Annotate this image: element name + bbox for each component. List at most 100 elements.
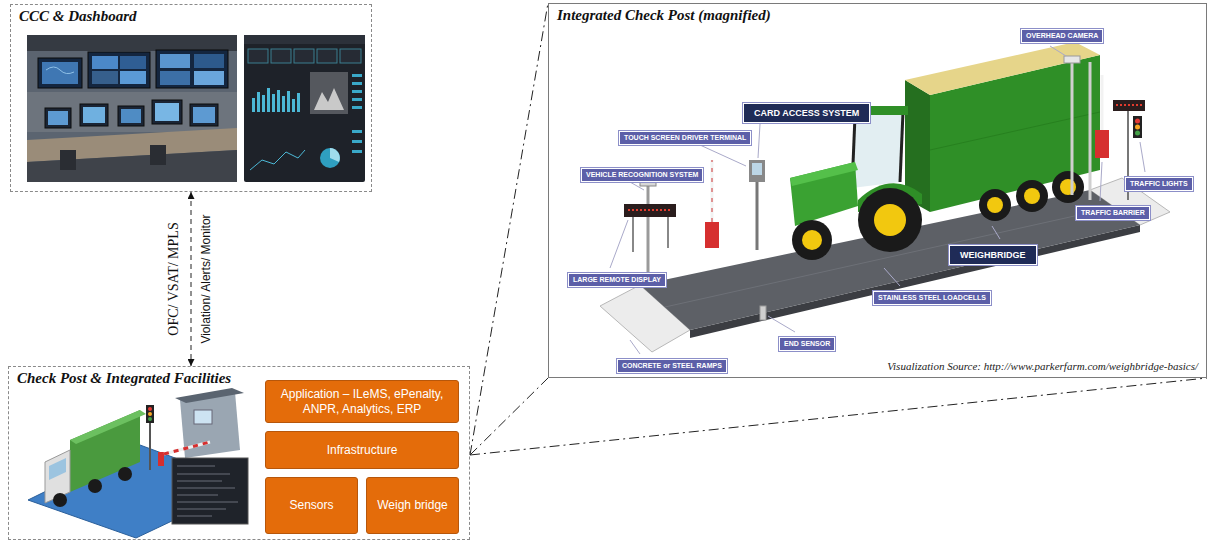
dashboard-screenshot	[287, 91, 290, 112]
check-post-illustration	[49, 458, 66, 480]
control-room-photo	[45, 108, 71, 128]
box-label: Weigh bridge	[377, 498, 448, 513]
check-post-equipment	[705, 222, 719, 248]
part-label: WEIGHBRIDGE	[960, 250, 1026, 260]
leader-lines	[610, 46, 1145, 354]
check-post-illustration	[146, 405, 154, 423]
part-tag: TRAFFIC BARRIER	[1076, 206, 1150, 220]
check-post-illustration	[177, 481, 222, 482]
check-post-illustration	[177, 502, 238, 503]
trailer	[1024, 188, 1040, 204]
link-label: OFC/ VSAT/ MPLS	[166, 222, 182, 335]
control-room-photo	[48, 111, 68, 125]
check-post-equipment	[1101, 75, 1104, 130]
connector-line	[470, 3, 548, 455]
part-label: TOUCH SCREEN DRIVER TERMINAL	[624, 134, 746, 142]
control-room-photo	[194, 54, 224, 68]
leader-lines	[768, 316, 795, 332]
control-room-photo	[60, 150, 76, 170]
trailer	[905, 42, 1100, 221]
check-post-illustration	[177, 495, 218, 496]
dashboard-screenshot	[252, 98, 255, 112]
dashboard-screenshot	[271, 49, 291, 63]
control-room-photo	[160, 54, 190, 68]
part-tag: OVERHEAD CAMERA	[1021, 29, 1103, 43]
check-post-equipment	[1133, 116, 1142, 138]
control-room-photo	[155, 103, 179, 121]
leader-lines	[610, 220, 628, 268]
control-room-photo	[27, 92, 237, 132]
check-post-illustration	[148, 407, 152, 411]
dashboard-screenshot	[320, 148, 340, 168]
part-label: STAINLESS STEEL LOADCELLS	[878, 294, 986, 302]
leader-lines	[884, 268, 900, 286]
check-post-equipment	[711, 160, 714, 222]
part-label: TRAFFIC LIGHTS	[1130, 180, 1188, 188]
control-room-photo	[42, 62, 78, 84]
check-post-illustration	[177, 466, 238, 516]
dashboard-screenshot	[252, 88, 300, 112]
part-tag: TOUCH SCREEN DRIVER TERMINAL	[619, 131, 751, 145]
check-post-illustration	[70, 410, 140, 492]
check-post-equipment	[1116, 104, 1142, 106]
control-room-photo	[118, 106, 144, 126]
check-post-equipment	[632, 216, 634, 252]
check-post-illustration	[118, 467, 132, 481]
check-post-equipment	[756, 182, 759, 250]
control-room-photo	[46, 67, 74, 74]
check-post-equipment	[1135, 131, 1140, 136]
dashboard-screenshot	[272, 94, 275, 112]
dashed-region: CCC & Dashboard	[10, 4, 372, 192]
check-post-equipment	[1135, 125, 1140, 130]
check-post-illustration	[177, 509, 226, 510]
leader-lines	[630, 182, 644, 190]
tractor	[802, 230, 822, 250]
control-room-photo	[80, 104, 108, 126]
dashboard-screenshot	[267, 88, 270, 112]
control-room-photo	[156, 50, 228, 88]
trailer	[1016, 180, 1048, 212]
leader-lines	[1050, 46, 1066, 56]
dashboard-screenshot	[244, 35, 365, 44]
leader-lines	[1100, 162, 1102, 201]
dashed-region: Check Post & Integrated FacilitiesApplic…	[8, 366, 470, 540]
check-post-equipment	[628, 209, 672, 211]
dashboard-screenshot	[352, 74, 362, 153]
weighbridge-illustration	[640, 190, 1140, 330]
control-room-photo	[38, 58, 82, 88]
check-post-illustration	[70, 410, 146, 444]
link-label: Violation/ Alerts/ Monitor	[199, 214, 213, 343]
part-tag: WEIGHBRIDGE	[949, 245, 1037, 265]
dashboard-screenshot	[248, 49, 268, 63]
check-post-equipment	[760, 306, 766, 320]
check-post-illustration	[194, 410, 212, 424]
control-room-photo	[92, 56, 118, 69]
box-label: Sensors	[289, 498, 333, 513]
dashboard-screenshot	[352, 90, 362, 93]
control-room-photo	[83, 107, 105, 123]
trailer	[1052, 171, 1084, 203]
control-room-photo	[121, 109, 141, 123]
leader-lines	[630, 340, 640, 354]
magnified-panel: Integrated Check Post (magnified)OVERHEA…	[548, 3, 1207, 378]
check-post-illustration	[164, 442, 210, 454]
tractor	[852, 112, 903, 188]
control-room-photo	[160, 71, 190, 85]
check-post-illustration	[164, 442, 210, 454]
zoom-lines	[470, 3, 1207, 455]
control-room-photo	[193, 107, 215, 123]
control-room-photo	[194, 71, 224, 85]
dashboard-screenshot	[244, 35, 365, 182]
leader-lines	[992, 226, 1000, 239]
dashboard-screenshot	[352, 130, 362, 133]
process-box: Weigh bridge	[366, 477, 459, 534]
dashboard-screenshot	[310, 72, 348, 114]
check-post-equipment	[1095, 130, 1109, 158]
control-room-photo	[27, 150, 237, 182]
control-room-photo	[190, 104, 218, 126]
control-room-photo	[27, 35, 237, 182]
process-box: Application – ILeMS, ePenalty, ANPR, Ana…	[265, 380, 459, 423]
